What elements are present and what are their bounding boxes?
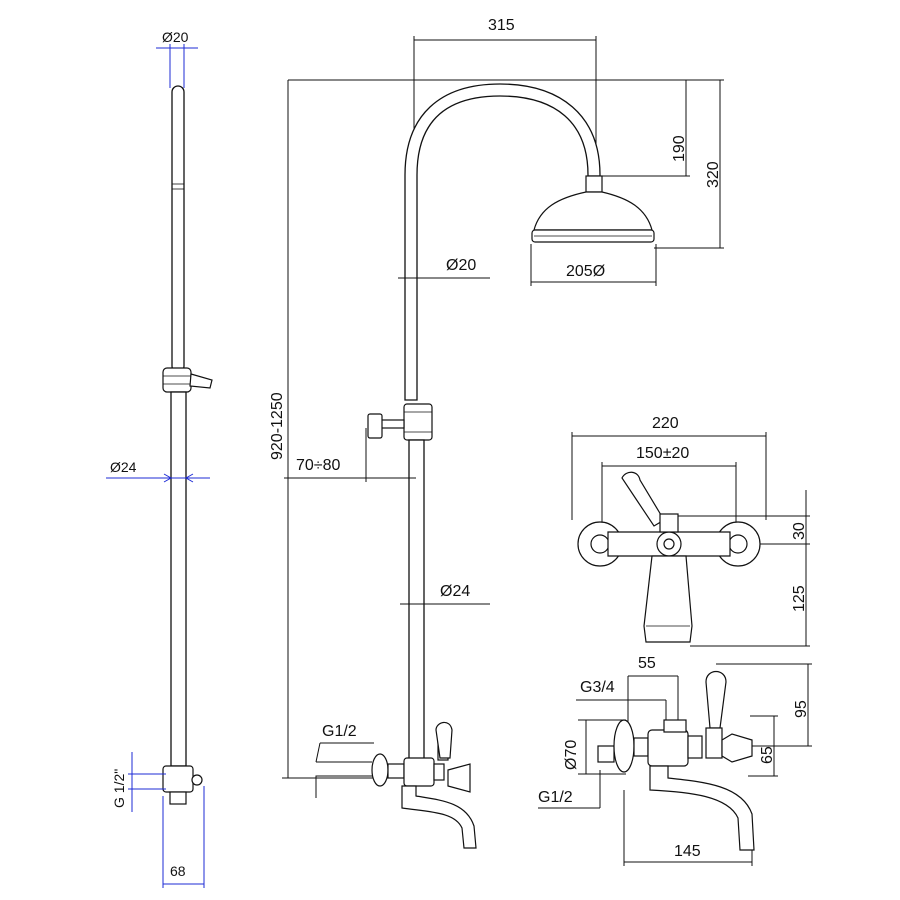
left-mid-dia-label: Ø24 — [110, 459, 137, 475]
left-side-view: Ø20 Ø24 G 1/2" 68 — [106, 29, 213, 888]
left-thread-label: G 1/2" — [111, 769, 127, 808]
inlet-thread-label: G1/2 — [322, 723, 357, 740]
arm-drop-2-label: 320 — [705, 161, 722, 188]
height-range-label: 920-1250 — [269, 392, 286, 460]
main-lower-pipe — [408, 439, 425, 767]
side-offset-label: 55 — [638, 655, 656, 672]
front-top-height-label: 30 — [791, 522, 808, 540]
left-lower-pipe — [170, 391, 187, 767]
main-spout — [401, 785, 477, 849]
main-slider-bracket — [403, 403, 433, 441]
main-lever-handle — [435, 721, 453, 759]
side-flange-dia-label: Ø70 — [563, 740, 580, 770]
main-view: 315 190 320 205Ø Ø20 9 — [269, 17, 724, 849]
left-bottom-fitting — [162, 765, 194, 793]
shower-head — [533, 191, 653, 231]
front-lever-handle — [621, 471, 665, 527]
left-clamp-knob — [189, 373, 213, 389]
main-wall-flange — [371, 753, 389, 787]
side-inlet-thread-label: G1/2 — [538, 789, 573, 806]
shower-head-connector — [585, 175, 603, 193]
side-handle-height-label: 95 — [793, 700, 810, 718]
wall-offset-label: 70÷80 — [296, 457, 340, 474]
side-mixer-body — [647, 729, 689, 767]
front-mixer-view: 220 150±20 30 125 — [571, 415, 810, 647]
main-cross-handle — [447, 763, 471, 793]
left-upper-pipe — [171, 85, 185, 373]
head-dia-label: 205Ø — [566, 263, 605, 280]
side-mixer-view: 55 G3/4 Ø70 G1/2 145 95 65 — [538, 655, 812, 866]
side-reach-label: 145 — [674, 843, 701, 860]
left-width-label: 68 — [170, 863, 186, 879]
side-outlet-thread-label: G3/4 — [580, 679, 615, 696]
side-valve-height-label: 65 — [759, 746, 776, 764]
side-inlet-pipe — [597, 745, 615, 763]
side-wall-flange — [613, 719, 635, 773]
wall-bracket-plate — [367, 413, 383, 439]
inlet-pipe — [315, 761, 372, 798]
left-top-dia-label: Ø20 — [162, 29, 189, 45]
front-width-label: 220 — [652, 415, 679, 432]
side-lever-handle — [705, 670, 727, 729]
side-cross-handle — [721, 733, 753, 763]
lower-pipe-label: Ø24 — [440, 583, 470, 600]
arm-reach-label: 315 — [488, 17, 515, 34]
front-spout-height-label: 125 — [791, 585, 808, 612]
side-spout — [649, 765, 755, 851]
left-slider-clamp — [162, 367, 192, 393]
main-mixer-body — [403, 757, 435, 787]
front-centers-label: 150±20 — [636, 445, 689, 462]
arm-drop-1-label: 190 — [671, 135, 688, 162]
upper-pipe-label: Ø20 — [446, 257, 476, 274]
front-spout — [643, 555, 693, 643]
